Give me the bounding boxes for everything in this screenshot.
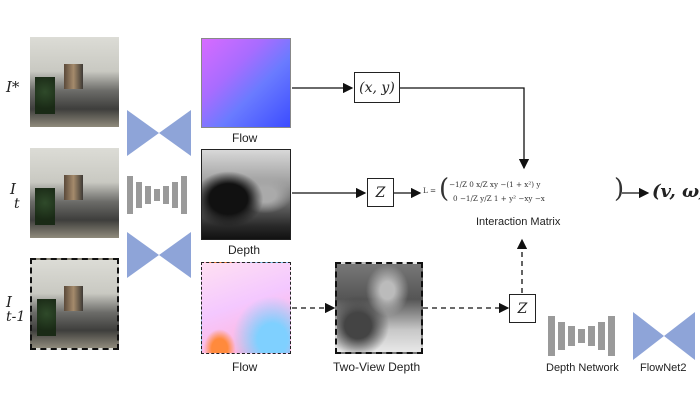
two-view-depth-image xyxy=(335,262,423,354)
label-i-star: I* xyxy=(6,78,20,96)
flow-image-bottom xyxy=(201,262,291,354)
label-two-view-depth: Two-View Depth xyxy=(333,360,421,374)
label-i-t-sub: t xyxy=(14,196,20,212)
label-i-t1-sub: t-1 xyxy=(6,309,26,325)
flownet2-block-bottom xyxy=(127,232,191,278)
label-i-t1-base: I xyxy=(6,293,12,311)
label-i-t-base: I xyxy=(10,180,16,198)
xy-box: (x, y) xyxy=(354,72,400,103)
z-box-top: Z xyxy=(367,178,394,207)
depth-network-block xyxy=(127,176,187,214)
matrix-left-paren: ( xyxy=(439,174,450,204)
matrix-row-1: −1/Z 0 x/Z xy −(1 + x²) y xyxy=(449,180,541,189)
label-interaction-matrix: Interaction Matrix xyxy=(476,216,561,228)
label-flow-bottom: Flow xyxy=(232,360,258,374)
matrix-row-2: 0 −1/Z y/Z 1 + y² −xy −x xyxy=(453,194,545,203)
input-image-i-t-minus-1 xyxy=(30,258,119,350)
legend-flownet2-label: FlowNet2 xyxy=(640,362,687,374)
legend-flownet2-icon xyxy=(633,312,695,360)
input-image-i-t xyxy=(30,148,119,238)
z-box-bottom: Z xyxy=(509,294,536,323)
depth-image xyxy=(201,149,291,240)
label-flow-top: Flow xyxy=(232,131,258,145)
input-image-i-star xyxy=(30,37,119,127)
matrix-prefix: L = xyxy=(423,186,437,195)
velocity-output: (v, ω) xyxy=(652,181,700,202)
flow-image-top xyxy=(201,38,291,128)
flownet2-block-top xyxy=(127,110,191,156)
arrow-xy-to-matrix xyxy=(400,87,530,170)
label-depth: Depth xyxy=(228,243,261,257)
legend-depth-network-label: Depth Network xyxy=(546,362,619,374)
legend-depth-network-icon xyxy=(548,316,615,356)
matrix-right-paren: ) xyxy=(614,174,625,204)
